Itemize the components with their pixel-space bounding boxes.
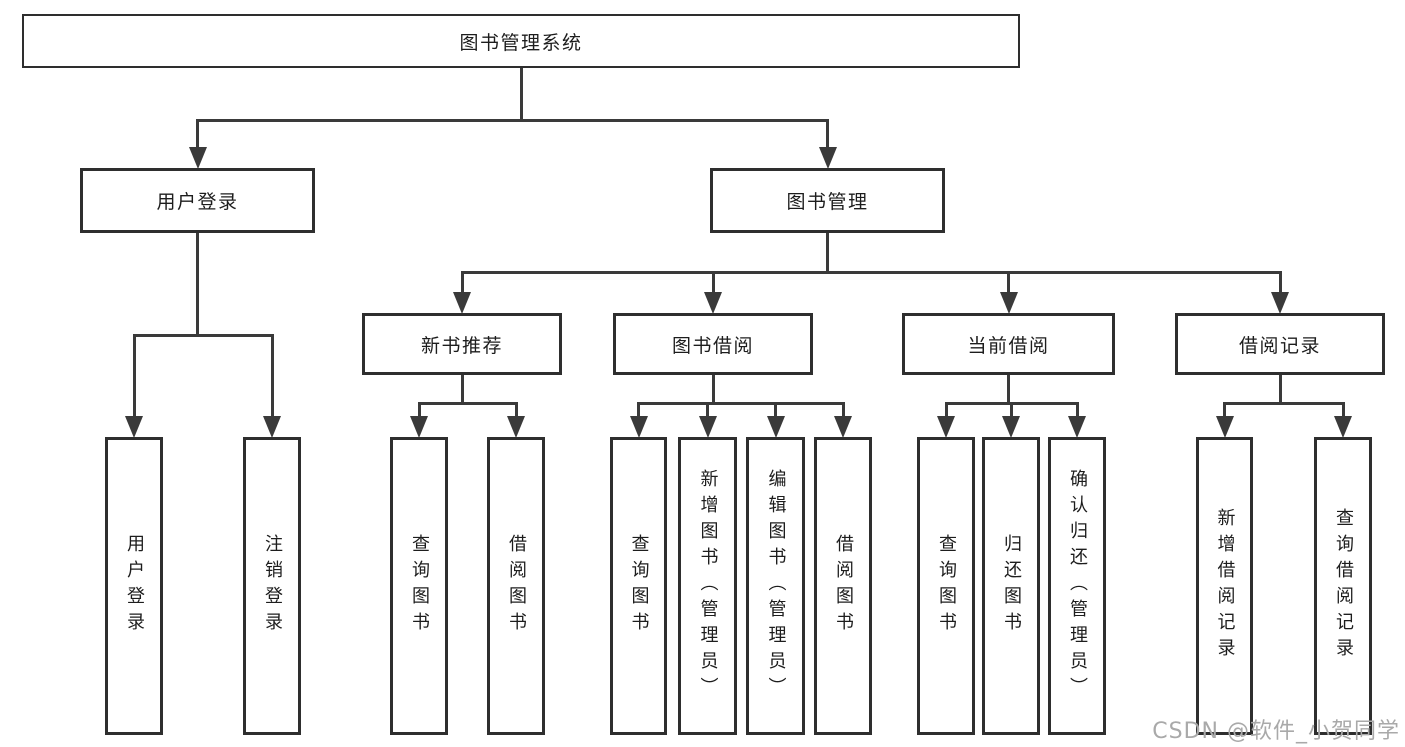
connector-line <box>460 270 1282 274</box>
connector-line <box>1009 403 1013 419</box>
connector-line <box>196 120 199 150</box>
node-leaf-current-query-book-label: 查询图书 <box>936 534 957 638</box>
node-leaf-add-borrow-record: 新增借阅记录 <box>1196 437 1253 735</box>
connector-line <box>826 233 829 272</box>
node-leaf-borrowing-query-book: 查询图书 <box>610 437 667 735</box>
node-book-management-label: 图书管理 <box>786 191 869 213</box>
connector-line <box>196 118 829 122</box>
connector-line <box>774 403 777 419</box>
node-leaf-recommend-borrow-book-label: 借阅图书 <box>506 534 527 638</box>
node-leaf-current-query-book: 查询图书 <box>917 437 975 735</box>
node-leaf-logout-label: 注销登录 <box>262 534 283 638</box>
connector-line <box>514 403 518 419</box>
connector-line <box>711 272 715 295</box>
connector-arrowhead <box>629 416 648 438</box>
connector-line <box>196 233 199 335</box>
node-leaf-recommend-query-book: 查询图书 <box>390 437 448 735</box>
connector-line <box>132 333 274 337</box>
node-leaf-borrowing-borrow-book-label: 借阅图书 <box>833 534 854 638</box>
node-leaf-query-borrow-record-label: 查询借阅记录 <box>1333 508 1354 664</box>
node-leaf-add-book-admin: 新增图书（管理员） <box>678 437 737 735</box>
node-new-book-recommendation-label: 新书推荐 <box>420 334 503 357</box>
connector-line <box>417 403 421 419</box>
connector-arrowhead <box>1271 292 1289 314</box>
node-leaf-borrowing-query-book-label: 查询图书 <box>628 534 650 638</box>
node-leaf-edit-book-admin-label: 编辑图书（管理员） <box>765 469 787 703</box>
node-current-borrowing-label: 当前借阅 <box>967 334 1050 357</box>
connector-line <box>637 403 640 419</box>
node-new-book-recommendation: 新书推荐 <box>362 313 562 375</box>
connector-arrowhead <box>704 292 722 314</box>
connector-arrowhead <box>1215 416 1234 438</box>
node-leaf-edit-book-admin: 编辑图书（管理员） <box>746 437 805 735</box>
connector-line <box>519 68 523 120</box>
connector-line <box>1075 403 1079 419</box>
connector-arrowhead <box>818 147 837 169</box>
connector-arrowhead <box>188 147 207 169</box>
node-user-login: 用户登录 <box>80 168 315 233</box>
connector-line <box>1007 272 1010 295</box>
node-leaf-recommend-query-book-label: 查询图书 <box>409 534 430 638</box>
node-leaf-add-borrow-record-label: 新增借阅记录 <box>1214 508 1236 664</box>
node-leaf-query-borrow-record: 查询借阅记录 <box>1314 437 1372 735</box>
node-leaf-recommend-borrow-book: 借阅图书 <box>487 437 545 735</box>
node-leaf-borrowing-borrow-book: 借阅图书 <box>814 437 872 735</box>
node-leaf-confirm-return-admin-label: 确认归还（管理员） <box>1067 469 1088 703</box>
connector-line <box>460 272 464 295</box>
connector-line <box>417 401 518 405</box>
node-user-login-label: 用户登录 <box>156 191 239 213</box>
connector-line <box>1278 375 1282 403</box>
connector-arrowhead <box>453 292 471 314</box>
connector-arrowhead <box>1002 416 1020 438</box>
connector-arrowhead <box>410 416 428 438</box>
connector-arrowhead <box>937 416 955 438</box>
connector-arrowhead <box>698 416 717 438</box>
connector-line <box>1223 401 1345 405</box>
connector-line <box>132 335 136 419</box>
connector-line <box>637 401 845 405</box>
connector-arrowhead <box>125 416 143 438</box>
connector-line <box>711 375 715 403</box>
connector-line <box>1278 272 1282 295</box>
node-borrowing-records-label: 借阅记录 <box>1238 334 1321 357</box>
node-leaf-user-login-label: 用户登录 <box>124 534 145 638</box>
connector-line <box>270 335 274 419</box>
node-leaf-confirm-return-admin: 确认归还（管理员） <box>1048 437 1106 735</box>
connector-arrowhead <box>1068 416 1086 438</box>
connector-line <box>1341 403 1345 419</box>
connector-line <box>1007 375 1010 403</box>
node-leaf-user-login: 用户登录 <box>105 437 163 735</box>
connector-line <box>841 403 845 419</box>
connector-line <box>826 120 829 150</box>
connector-arrowhead <box>1334 416 1352 438</box>
node-book-borrowing-label: 图书借阅 <box>671 334 754 357</box>
node-library-management-system: 图书管理系统 <box>22 14 1020 68</box>
connector-line <box>1223 403 1226 419</box>
connector-arrowhead <box>507 416 525 438</box>
node-current-borrowing: 当前借阅 <box>902 313 1115 375</box>
connector-line <box>944 403 948 419</box>
node-leaf-add-book-admin-label: 新增图书（管理员） <box>697 469 719 703</box>
connector-arrowhead <box>834 416 852 438</box>
watermark: CSDN @软件_小贺同学 <box>1152 719 1400 744</box>
node-leaf-logout: 注销登录 <box>243 437 301 735</box>
node-borrowing-records: 借阅记录 <box>1175 313 1385 375</box>
node-library-management-system-label: 图书管理系统 <box>459 31 583 54</box>
node-leaf-return-book: 归还图书 <box>982 437 1040 735</box>
connector-arrowhead <box>999 292 1018 314</box>
connector-line <box>706 403 709 419</box>
connector-arrowhead <box>766 416 785 438</box>
connector-arrowhead <box>263 416 281 438</box>
node-book-management: 图书管理 <box>710 168 945 233</box>
node-book-borrowing: 图书借阅 <box>613 313 813 375</box>
connector-line <box>460 375 464 403</box>
node-leaf-return-book-label: 归还图书 <box>1001 534 1022 638</box>
